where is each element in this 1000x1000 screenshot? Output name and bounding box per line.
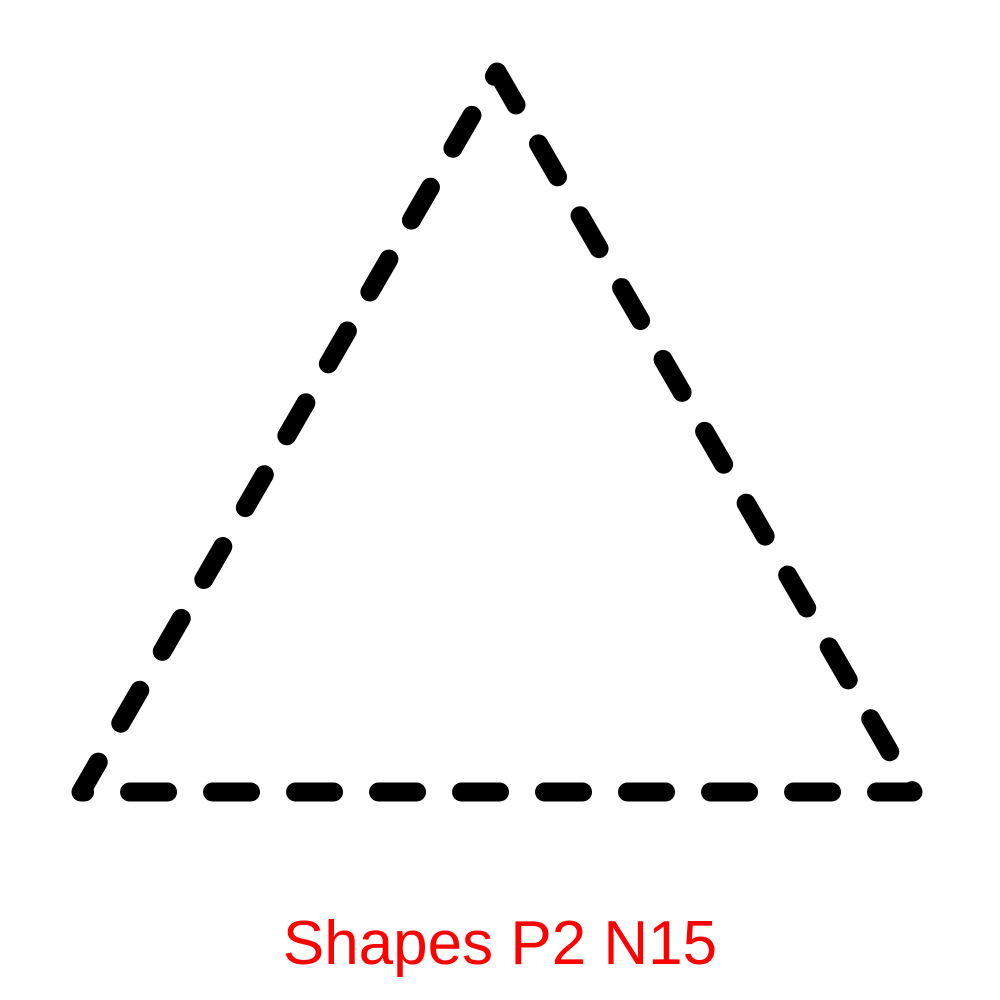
dashed-triangle-outline [71,62,923,802]
shape-caption: Shapes P2 N15 [282,909,718,978]
